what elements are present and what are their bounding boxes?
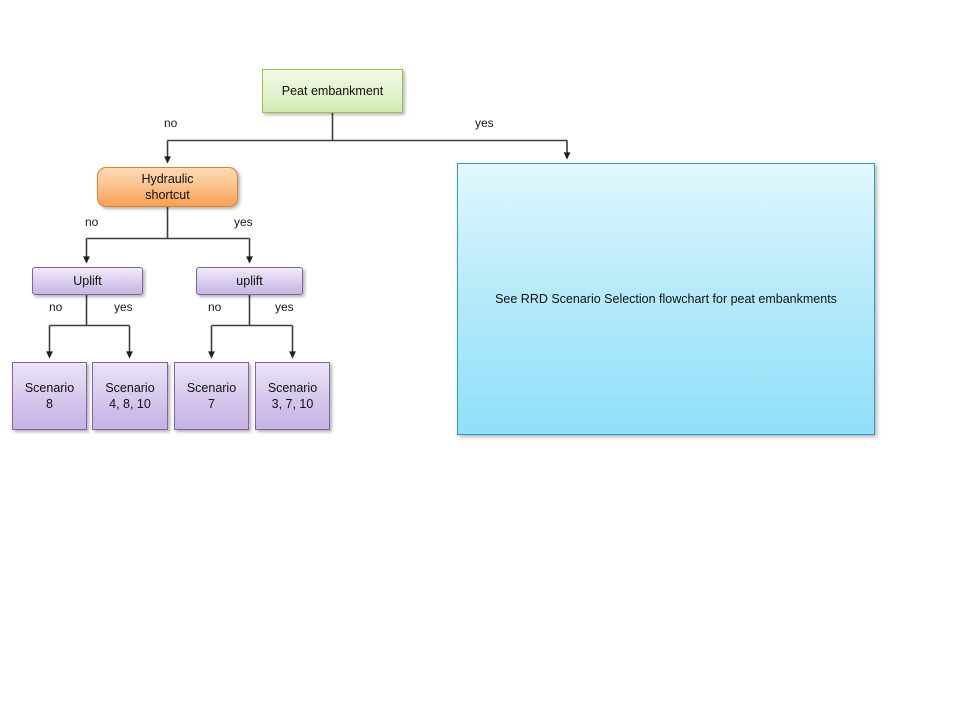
- node-scenario-4-8-10[interactable]: Scenario 4, 8, 10: [92, 362, 168, 430]
- edge-label-uplift-right-yes: yes: [275, 300, 294, 314]
- node-peat-embankment-label: Peat embankment: [281, 84, 384, 98]
- node-scenario-7-label: Scenario 7: [186, 381, 237, 411]
- node-uplift-right-label: uplift: [236, 274, 263, 288]
- node-uplift-right[interactable]: uplift: [196, 267, 303, 295]
- node-uplift-left-label: Uplift: [73, 274, 102, 288]
- edge-label-uplift-left-no: no: [49, 300, 63, 314]
- edge-label-uplift-left-yes: yes: [114, 300, 133, 314]
- node-scenario-8[interactable]: Scenario 8: [12, 362, 87, 430]
- edge-label-root-no: no: [164, 116, 178, 130]
- edge-label-root-yes: yes: [475, 116, 494, 130]
- edge-label-hydraulic-no: no: [85, 215, 99, 229]
- node-uplift-left[interactable]: Uplift: [32, 267, 143, 295]
- edge-label-uplift-right-no: no: [208, 300, 222, 314]
- node-reference-panel[interactable]: See RRD Scenario Selection flowchart for…: [457, 163, 875, 435]
- node-scenario-4-8-10-label: Scenario 4, 8, 10: [105, 381, 155, 411]
- edge-label-hydraulic-yes: yes: [234, 215, 253, 229]
- node-peat-embankment[interactable]: Peat embankment: [262, 69, 403, 113]
- node-scenario-3-7-10[interactable]: Scenario 3, 7, 10: [255, 362, 330, 430]
- node-scenario-3-7-10-label: Scenario 3, 7, 10: [267, 381, 318, 411]
- node-scenario-8-label: Scenario 8: [24, 381, 75, 411]
- node-hydraulic-shortcut-label: Hydraulic shortcut: [141, 172, 194, 202]
- node-reference-panel-label: See RRD Scenario Selection flowchart for…: [495, 292, 837, 306]
- node-scenario-7[interactable]: Scenario 7: [174, 362, 249, 430]
- node-hydraulic-shortcut[interactable]: Hydraulic shortcut: [97, 167, 238, 207]
